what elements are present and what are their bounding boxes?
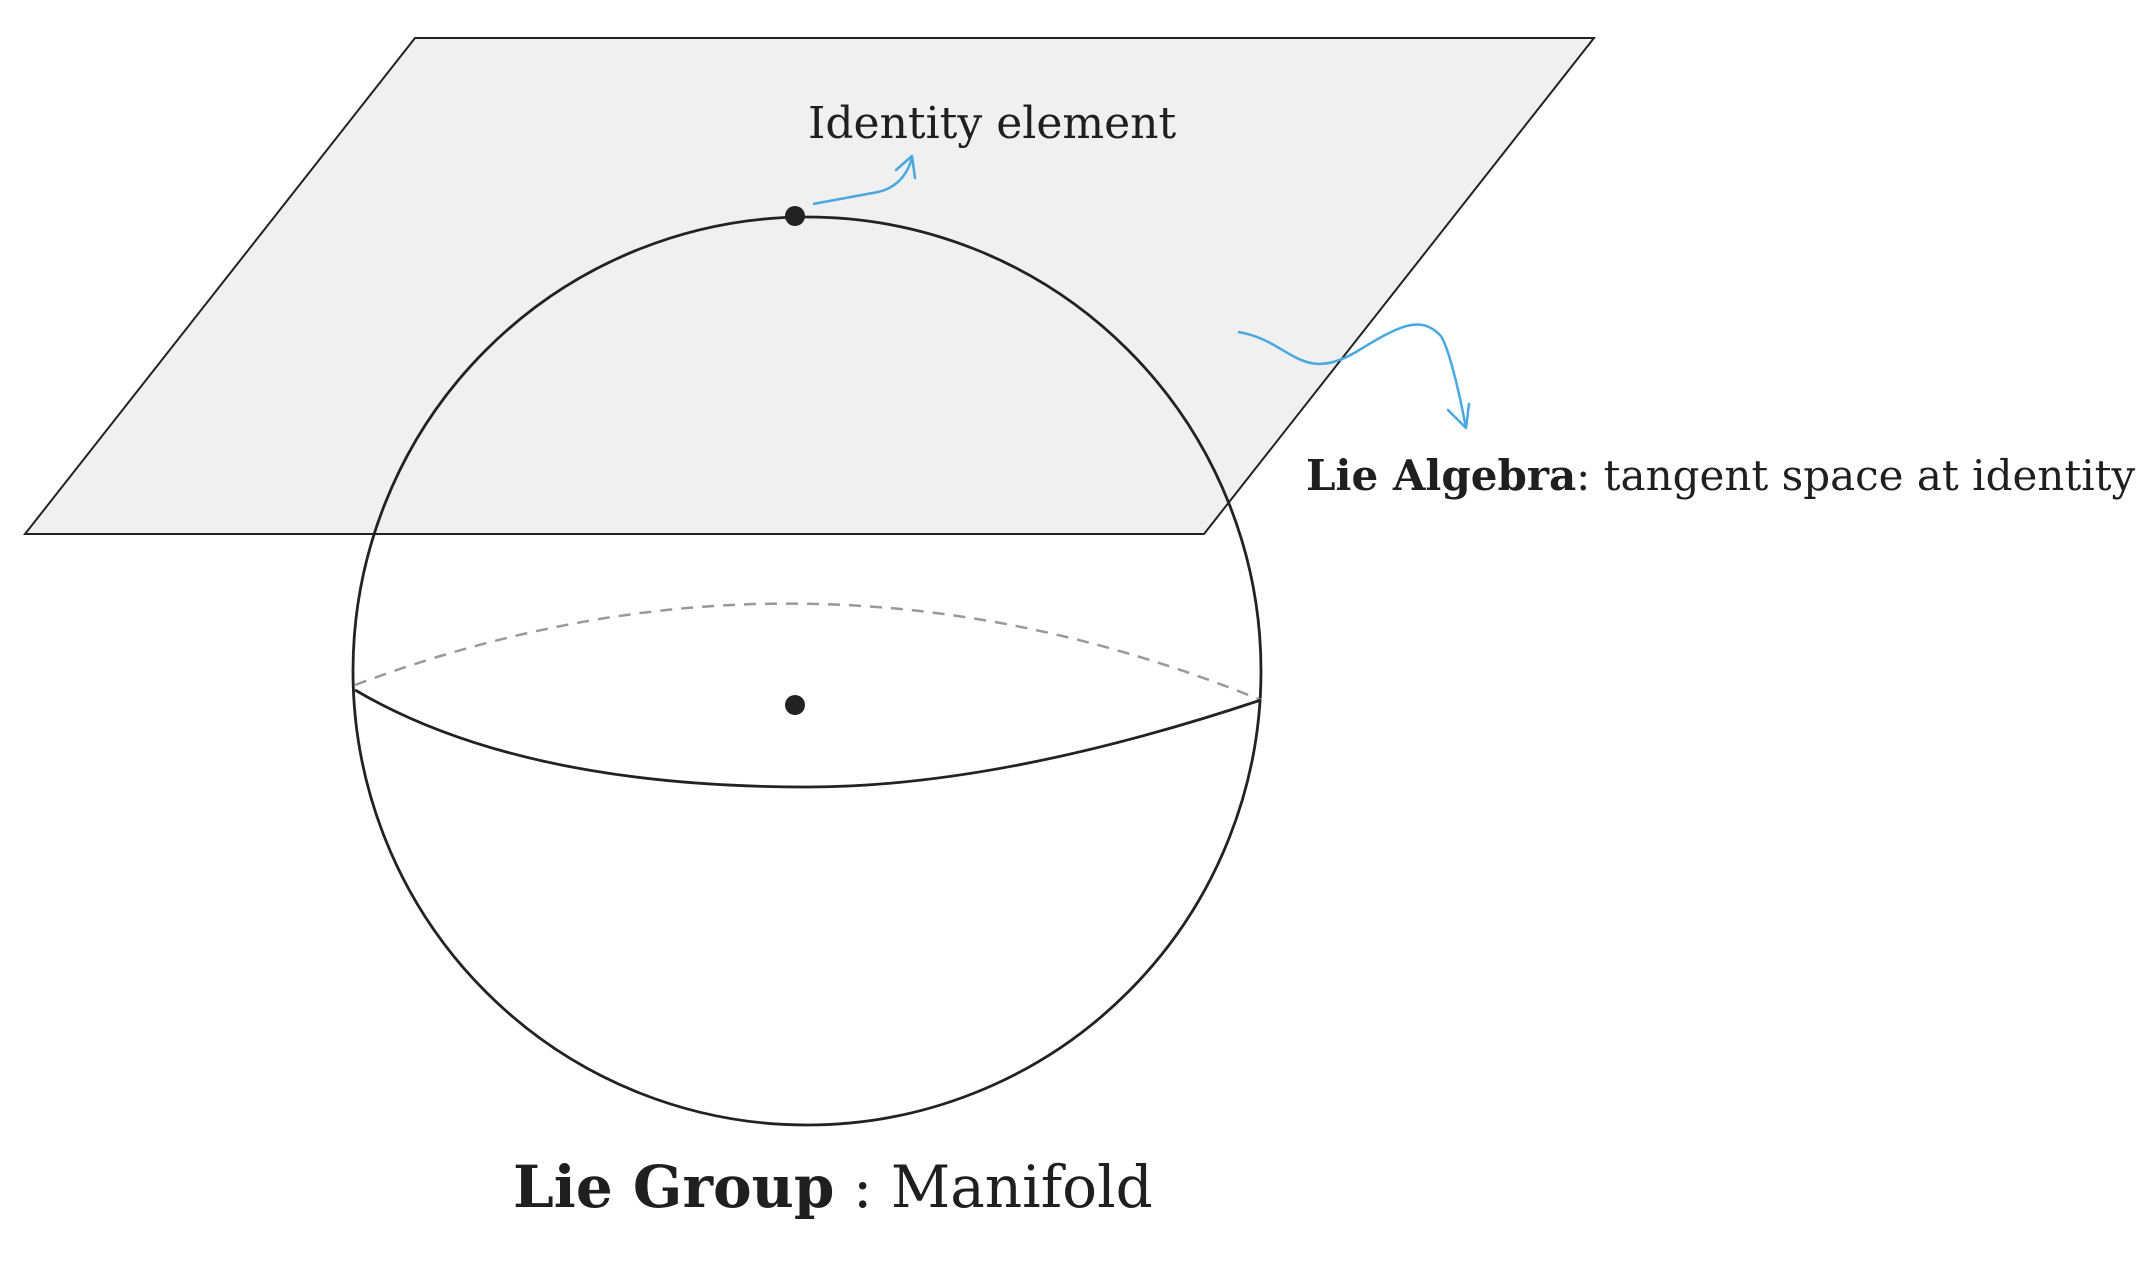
equator-back-dashed [354,602,1262,702]
lie-algebra-description: : tangent space at identity [1576,451,2135,500]
lie-algebra-arrow-head [1446,402,1471,430]
lie-algebra-arrow [1237,323,1468,429]
identity-element-label: Identity element [808,98,1176,149]
lie-algebra-title: Lie Algebra [1306,451,1576,500]
lie-group-title: Lie Group [513,1153,834,1221]
equator-front [354,688,1262,789]
lie-algebra-label: Lie Algebra: tangent space at identity [1306,451,2136,500]
identity-point [785,206,805,226]
tangent-plane [22,37,1597,535]
identity-arrow [812,157,914,206]
center-point [785,695,805,715]
lie-group-label: Lie Group : Manifold [513,1153,1153,1221]
lie-group-description: : Manifold [834,1153,1152,1221]
identity-arrow-head [894,154,917,180]
sphere-outline [351,215,1263,1127]
